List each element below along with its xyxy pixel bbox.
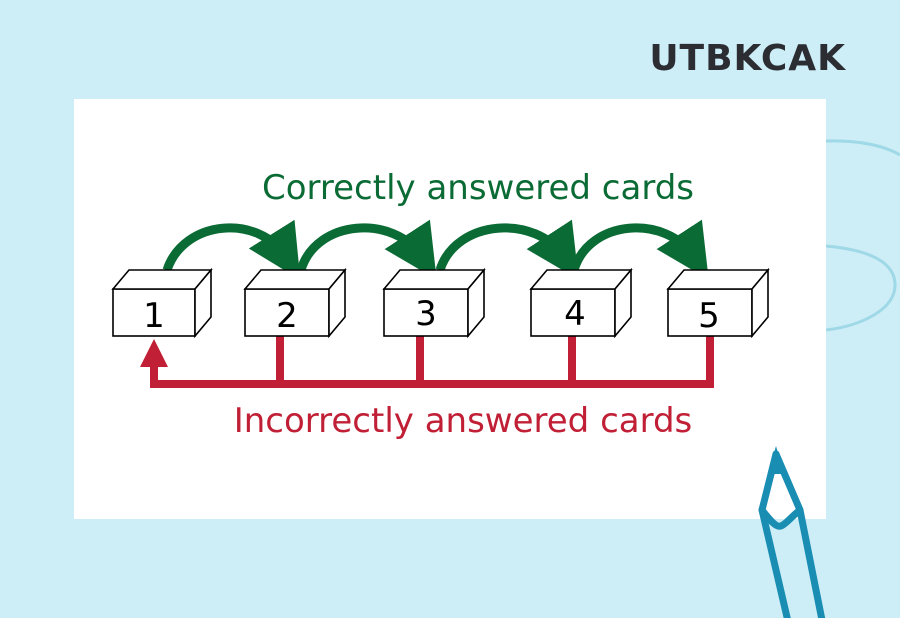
- arc-1-2: [162, 219, 301, 280]
- box-1: 1: [111, 267, 213, 339]
- correct-caption: Correctly answered cards: [262, 168, 694, 208]
- correct-advance-arcs: [162, 219, 709, 280]
- arc-3-4: [435, 219, 579, 280]
- box-2: 2: [243, 267, 347, 339]
- incorrect-return-path: [150, 335, 714, 388]
- box-3-label: 3: [415, 294, 437, 334]
- box-5-label: 5: [698, 296, 720, 336]
- box-4: 4: [529, 267, 633, 339]
- brand-logo-text: UTBKCAK: [649, 38, 846, 79]
- box-3: 3: [382, 267, 486, 339]
- incorrect-arrowhead: [140, 339, 168, 367]
- arc-4-5: [569, 219, 709, 280]
- pencil-icon: [758, 446, 826, 618]
- incorrect-caption: Incorrectly answered cards: [234, 401, 693, 441]
- box-4-label: 4: [564, 294, 586, 334]
- box-1-label: 1: [143, 296, 165, 336]
- arc-2-3: [296, 219, 437, 280]
- diagram-card: Correctly answered cards Incorrectly ans…: [74, 99, 826, 519]
- box-2-label: 2: [276, 296, 298, 336]
- box-5: 5: [666, 267, 770, 339]
- leitner-diagram: Correctly answered cards Incorrectly ans…: [111, 168, 770, 441]
